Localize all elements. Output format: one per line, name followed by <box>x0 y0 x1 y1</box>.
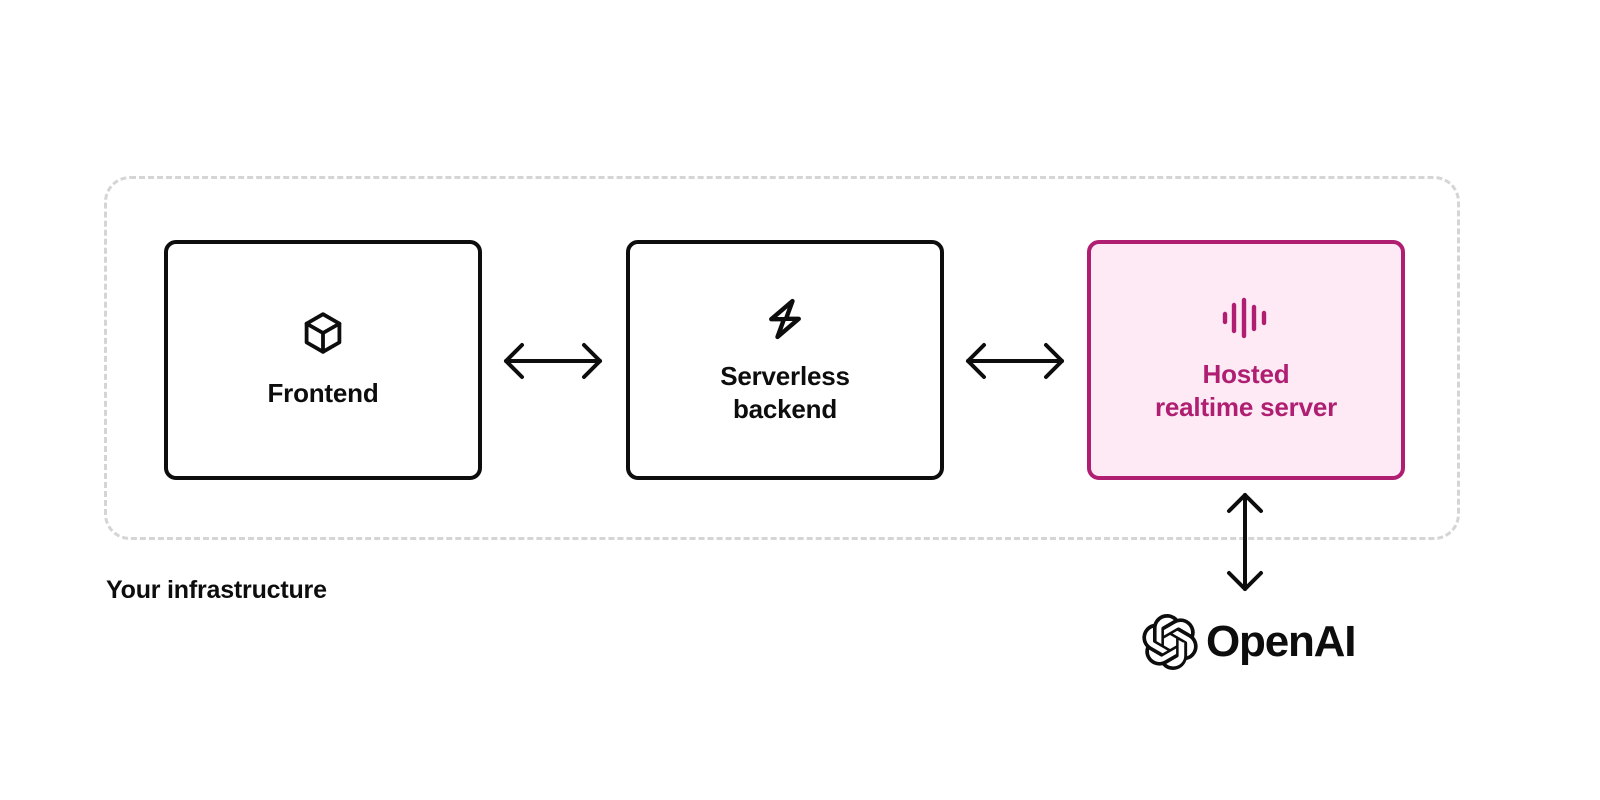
node-frontend-label: Frontend <box>267 378 379 409</box>
openai-logo: OpenAI <box>1142 614 1356 671</box>
infrastructure-boundary-label: Your infrastructure <box>106 576 327 604</box>
connector-backend-realtime <box>960 334 1070 388</box>
audio-waveform-icon <box>1220 296 1272 340</box>
node-serverless-backend[interactable]: Serverless backend <box>626 240 944 480</box>
infrastructure-boundary <box>104 176 1460 540</box>
lightning-bolt-icon <box>760 294 810 344</box>
node-serverless-backend-label: Serverless backend <box>720 360 850 424</box>
node-frontend[interactable]: Frontend <box>164 240 482 480</box>
cube-icon <box>299 309 347 357</box>
openai-blossom-logo-icon <box>1142 614 1198 671</box>
connector-realtime-openai <box>1218 488 1272 596</box>
node-hosted-realtime-server-label: Hosted realtime server <box>1154 358 1338 422</box>
node-hosted-realtime-server[interactable]: Hosted realtime server <box>1087 240 1405 480</box>
connector-frontend-backend <box>498 334 608 388</box>
openai-wordmark: OpenAI <box>1206 617 1356 666</box>
